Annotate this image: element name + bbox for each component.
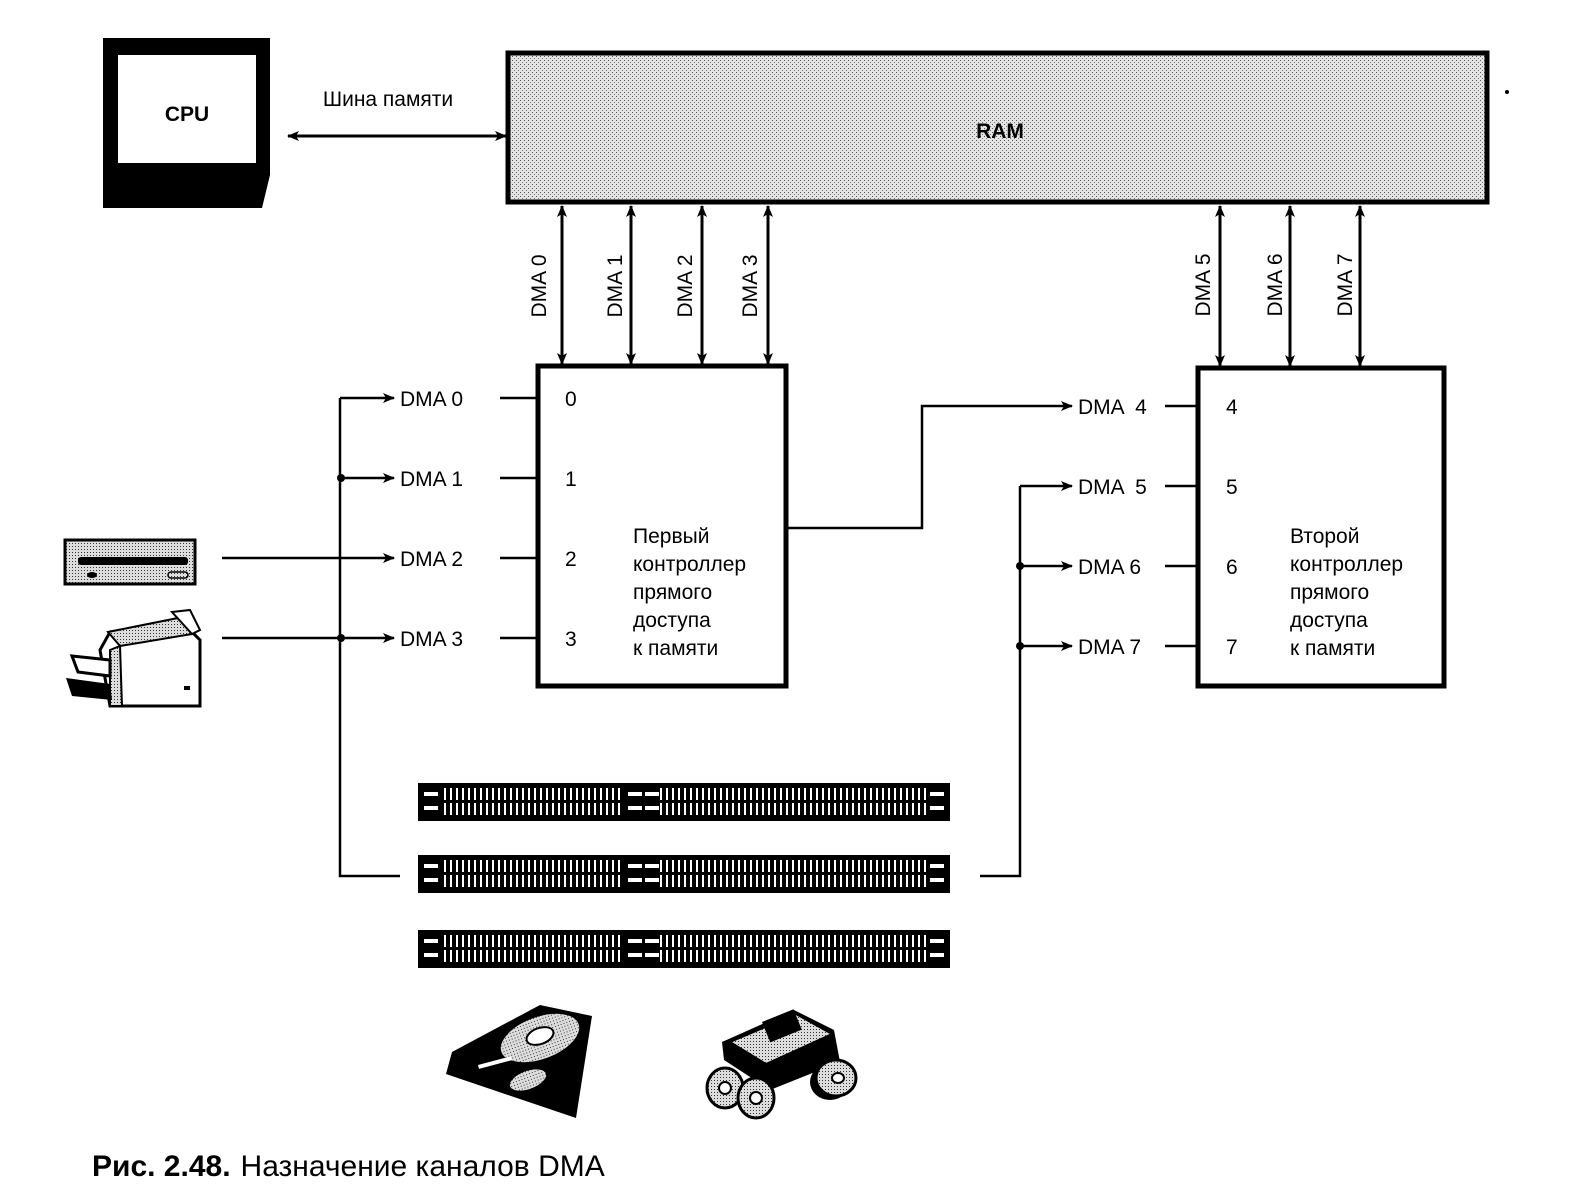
input-label: DMA 2 [400, 548, 463, 571]
controller1-block: 0 1 2 3 Первый контроллер прямого доступ… [535, 363, 789, 689]
input-label: DMA 4 [1078, 396, 1147, 419]
vchannel-label: DMA 0 [528, 254, 551, 317]
port-1: 1 [565, 468, 577, 491]
isa-slot-icon [418, 783, 950, 821]
port-0: 0 [565, 388, 577, 411]
controller2-title-line: Второй [1290, 525, 1359, 548]
controller2-inputs: DMA 4 DMA 5 DMA 6 DMA 7 [980, 396, 1198, 878]
vchannel-label: DMA 6 [1264, 253, 1287, 316]
figure-caption: Рис. 2.48. Назначение каналов DMA [92, 1150, 605, 1184]
input-label: DMA 0 [400, 388, 463, 411]
port-3: 3 [565, 628, 577, 651]
controller1-title-line: доступа [633, 609, 711, 632]
vertical-channels-controller2: DMA 5 DMA 6 DMA 7 [1192, 205, 1365, 367]
ram-block: RAM [505, 50, 1490, 205]
vchannel-label: DMA 2 [674, 254, 697, 317]
vchannel-label: DMA 1 [604, 254, 627, 317]
removable-disk-drive-icon [705, 1009, 858, 1120]
input-label: DMA 5 [1078, 476, 1147, 499]
input-label: DMA 3 [400, 628, 463, 651]
controller1-title-line: к памяти [633, 637, 718, 660]
isa-slot-icon [418, 930, 950, 968]
ram-label: RAM [976, 120, 1024, 143]
controller2-block: 4 5 6 7 Второй контроллер прямого доступ… [1195, 365, 1447, 689]
port-7: 7 [1226, 636, 1238, 659]
vchannel-label: DMA 7 [1334, 253, 1357, 316]
input-label: DMA 1 [400, 468, 463, 491]
controller1-inputs: DMA 0 DMA 1 DMA 2 DMA 3 [222, 388, 538, 878]
floppy-drive-icon [63, 538, 197, 586]
hard-disk-icon [446, 1005, 592, 1118]
controller2-title-line: прямого [1290, 581, 1369, 604]
port-6: 6 [1226, 556, 1238, 579]
vchannel-label: DMA 3 [739, 254, 762, 317]
vertical-channels-controller1: DMA 0 DMA 1 DMA 2 DMA 3 [528, 205, 773, 365]
port-5: 5 [1226, 476, 1238, 499]
controller2-title-line: к памяти [1290, 637, 1375, 660]
figure-number: Рис. 2.48. [92, 1150, 231, 1183]
controller2-title-line: контроллер [1290, 553, 1403, 576]
port-2: 2 [565, 548, 577, 571]
printer-icon [66, 608, 202, 708]
input-label: DMA 7 [1078, 636, 1141, 659]
controller1-title-line: Первый [633, 525, 709, 548]
port-4: 4 [1226, 396, 1238, 419]
memory-bus: Шина памяти [287, 88, 507, 141]
cascade-line [788, 401, 1073, 530]
figure-caption-text: Назначение каналов DMA [240, 1150, 605, 1183]
input-label: DMA 6 [1078, 556, 1141, 579]
controller2-title-line: доступа [1290, 609, 1368, 632]
controller1-title-line: прямого [633, 581, 712, 604]
isa-slot-icon [418, 855, 950, 893]
speck [1505, 90, 1509, 94]
cpu-block: CPU [103, 38, 270, 208]
vchannel-label: DMA 5 [1192, 253, 1215, 316]
memory-bus-label: Шина памяти [323, 88, 453, 111]
controller1-title-line: контроллер [633, 553, 746, 576]
cpu-label: CPU [165, 103, 209, 126]
